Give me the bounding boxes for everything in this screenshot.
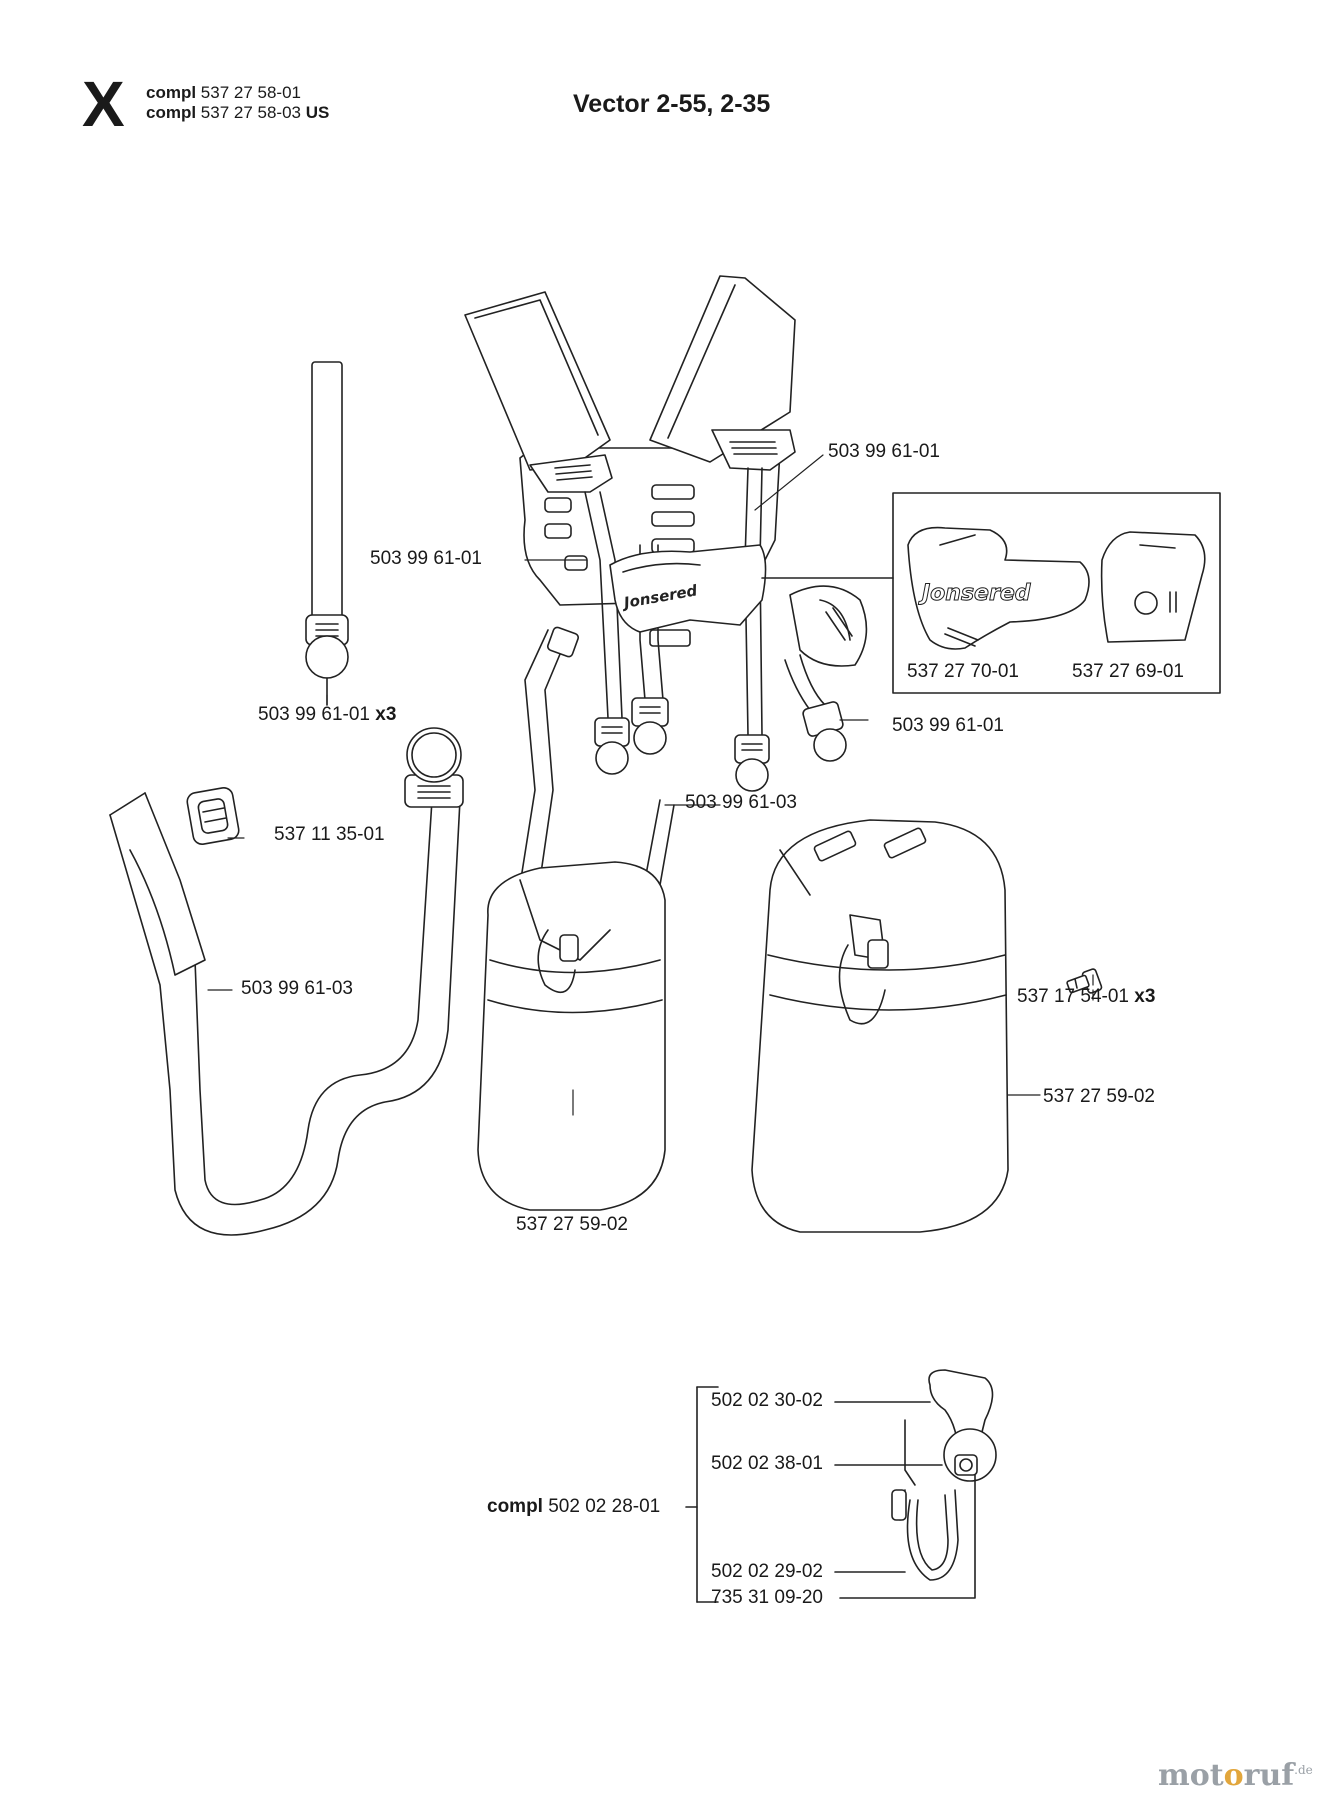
svg-text:Jonsered: Jonsered bbox=[918, 581, 1031, 606]
motoruf-watermark: motoruf.de bbox=[1158, 1758, 1313, 1793]
watermark-text: o bbox=[1223, 1758, 1244, 1793]
compl-label: compl bbox=[146, 103, 197, 122]
part-label: 502 02 38-01 bbox=[711, 1453, 823, 1474]
watermark-text: .de bbox=[1294, 1763, 1313, 1777]
part-label: 537 17 54-01 x3 bbox=[1017, 986, 1155, 1008]
part-number: 502 02 28-01 bbox=[548, 1496, 661, 1517]
part-label: 537 11 35-01 bbox=[274, 824, 385, 845]
screw-part bbox=[1066, 968, 1103, 994]
leader-lines bbox=[207, 454, 1094, 1116]
part-label: 537 27 59-02 bbox=[516, 1214, 628, 1235]
part-label: 503 99 61-01 bbox=[892, 715, 1004, 736]
long-strap-part bbox=[109, 727, 464, 1236]
kit-number-1: compl 537 27 58-01 bbox=[146, 83, 301, 103]
kit-number-2: compl 537 27 58-03 US bbox=[146, 103, 329, 123]
bag-left-part bbox=[477, 861, 666, 1211]
kit-part-number: 537 27 58-03 bbox=[200, 103, 301, 122]
quantity: x3 bbox=[375, 704, 397, 725]
bag-right-part bbox=[751, 819, 1009, 1233]
part-label: 537 27 70-01 bbox=[907, 661, 1019, 682]
part-label: 502 02 29-02 bbox=[711, 1561, 823, 1582]
part-label: 503 99 61-03 bbox=[685, 792, 797, 813]
part-number: 537 17 54-01 bbox=[1017, 986, 1129, 1007]
part-label: 503 99 61-01 bbox=[828, 441, 940, 462]
part-label: 503 99 61-01 x3 bbox=[258, 704, 396, 726]
quantity: x3 bbox=[1134, 986, 1156, 1007]
watermark-text: ruf bbox=[1243, 1758, 1295, 1793]
compl-label: compl bbox=[146, 83, 197, 102]
watermark-text: mot bbox=[1158, 1758, 1224, 1793]
part-label: 537 27 59-02 bbox=[1043, 1086, 1155, 1107]
kit-part-number: 537 27 58-01 bbox=[200, 83, 301, 102]
page-title: Vector 2-55, 2-35 bbox=[573, 90, 771, 118]
hook-assembly-part bbox=[685, 1369, 997, 1603]
inset-detail-part bbox=[761, 492, 1221, 694]
section-letter: X bbox=[82, 68, 125, 140]
harness-part bbox=[464, 275, 868, 961]
part-label: 735 31 09-20 bbox=[711, 1587, 823, 1608]
part-label: 537 27 69-01 bbox=[1072, 661, 1184, 682]
part-number: 503 99 61-01 bbox=[258, 704, 370, 725]
part-label: 503 99 61-03 bbox=[241, 978, 353, 999]
short-strap-part bbox=[305, 361, 349, 706]
part-label: 502 02 30-02 bbox=[711, 1390, 823, 1411]
part-label: 503 99 61-01 bbox=[370, 548, 482, 569]
part-label: compl 502 02 28-01 bbox=[487, 1496, 660, 1518]
region-suffix: US bbox=[305, 103, 330, 122]
buckle-part bbox=[186, 787, 240, 845]
compl-label: compl bbox=[487, 1496, 543, 1517]
